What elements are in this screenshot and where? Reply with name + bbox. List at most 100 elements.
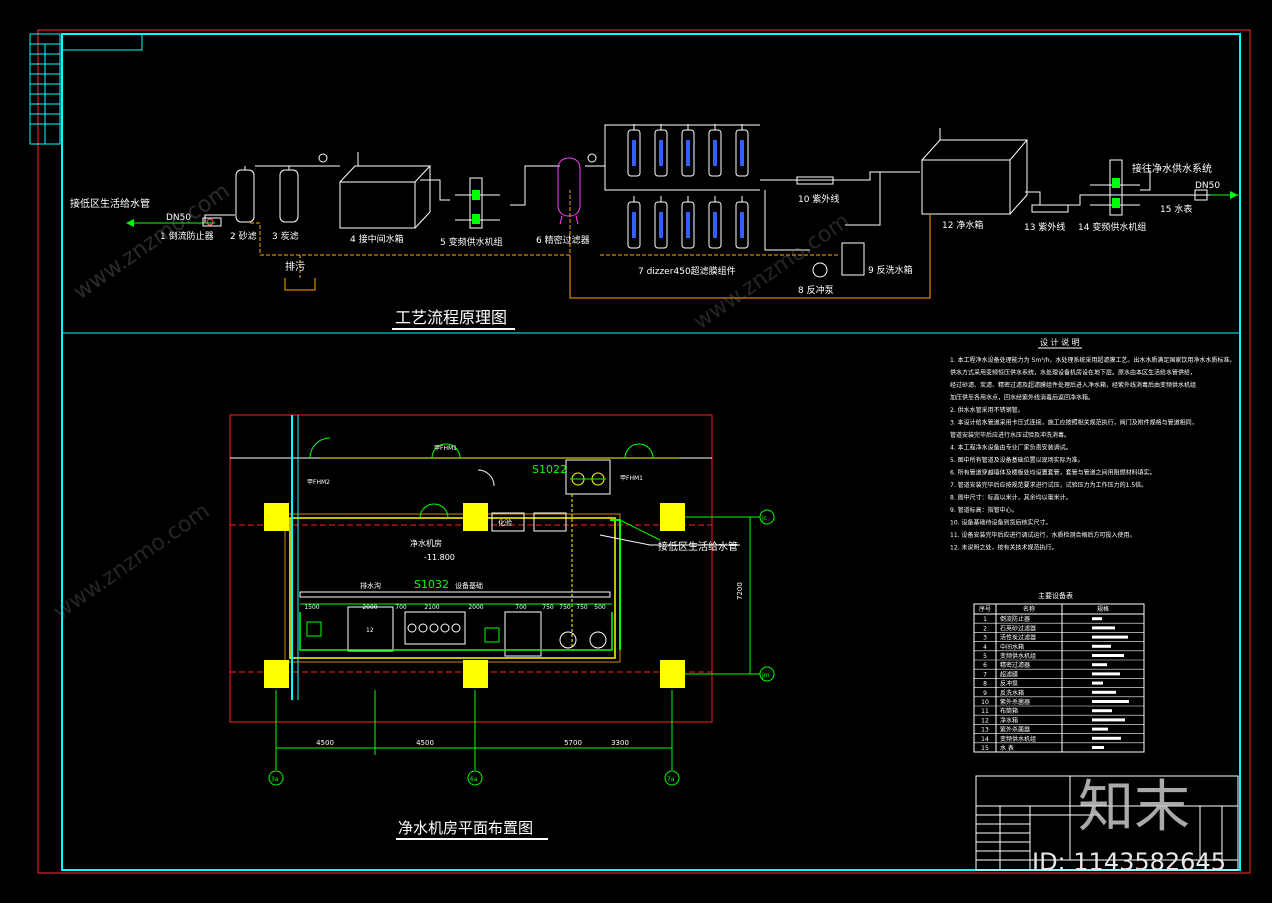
step-12-label: 12 净水箱 bbox=[942, 219, 983, 231]
table-cell: 活性炭过滤器 bbox=[1000, 634, 1036, 642]
filter-vessel-icon bbox=[407, 623, 417, 633]
table-cell: 精密过滤器 bbox=[1000, 661, 1030, 669]
spec-redacted-bar bbox=[1092, 736, 1121, 740]
table-cell: 变频供水机组 bbox=[1000, 735, 1036, 743]
note-line: 10. 设备基础待设备到货后核实尺寸。 bbox=[950, 519, 1051, 527]
table-cell: 9 bbox=[983, 690, 987, 697]
uf-membrane-module-icon bbox=[681, 124, 695, 177]
equipment-base-label: 设备基础 bbox=[455, 581, 483, 590]
table-cell: 11 bbox=[981, 708, 989, 715]
note-line: 4. 本工程净水设备由专业厂家负责安装调试。 bbox=[950, 444, 1072, 452]
design-notes: 设 计 说 明 1. 本工程净水设备处理能力为 5m³/h，水处理系统采用超滤膜… bbox=[950, 337, 1235, 552]
watermark-logo: 知末 bbox=[1078, 775, 1190, 840]
intermediate-tank-icon bbox=[339, 165, 432, 229]
table-cell: 反洗水箱 bbox=[1000, 689, 1024, 697]
spec-redacted-bar bbox=[1092, 672, 1120, 676]
flow-title: 工艺流程原理图 bbox=[395, 308, 507, 327]
clean-water-tank-icon bbox=[921, 139, 1029, 215]
column bbox=[660, 503, 685, 531]
plan-boundary bbox=[229, 414, 713, 723]
spec-redacted-bar bbox=[1092, 626, 1115, 630]
dim-bottom-value: 4500 bbox=[416, 739, 434, 747]
dim-top-value: 700 bbox=[515, 604, 527, 611]
spec-redacted-bar bbox=[1092, 635, 1128, 639]
uf-membrane-module-icon bbox=[627, 124, 641, 177]
step-15-label: 15 水表 bbox=[1160, 203, 1192, 215]
note-line: 1. 本工程净水设备处理能力为 5m³/h，水处理系统采用超滤膜工艺。出水水质满… bbox=[950, 356, 1235, 364]
table-row: 9 反洗水箱 bbox=[974, 689, 1144, 698]
dim-top-value: 2000 bbox=[362, 604, 377, 611]
table-cell: 6 bbox=[983, 662, 987, 669]
equipment-tag-12: 12 bbox=[366, 627, 374, 634]
dim-top-value: 2100 bbox=[424, 604, 439, 611]
watermark-site-3: www.znzmo.com bbox=[49, 499, 214, 625]
table-row: 6 精密过滤器 bbox=[974, 661, 1144, 670]
inlet-dn: DN50 bbox=[166, 213, 191, 223]
table-cell: 反冲泵 bbox=[1000, 680, 1018, 688]
note-line: 7. 管道安装完毕后应按规范要求进行试压，试验压力为工作压力的1.5倍。 bbox=[950, 481, 1147, 489]
step-9-label: 9 反洗水箱 bbox=[868, 264, 913, 276]
spec-redacted-bar bbox=[1092, 644, 1111, 648]
step-5-label: 5 变频供水机组 bbox=[440, 236, 503, 248]
table-header-cell: 规格 bbox=[1097, 605, 1109, 613]
step-3-label: 3 炭滤 bbox=[272, 230, 299, 242]
uf-membrane-module-icon bbox=[735, 124, 749, 177]
uv-sterilizer-2-icon bbox=[1031, 204, 1069, 213]
table-cell: 布筒箱 bbox=[1000, 707, 1018, 715]
column bbox=[660, 660, 685, 688]
equipment-table-title: 主要设备表 bbox=[1038, 591, 1073, 600]
table-cell: 5 bbox=[983, 653, 987, 660]
axis-6a: 6a bbox=[470, 776, 478, 783]
note-line: 12. 未说明之处，按有关技术规范执行。 bbox=[950, 544, 1057, 552]
room-label: 净水机房 bbox=[410, 538, 442, 548]
note-line: 3. 本设计给水管道采用卡压式连接，施工应按照相关规范执行，阀门及附件规格与管道… bbox=[950, 419, 1198, 427]
uf-membrane-module-icon bbox=[708, 124, 722, 177]
lab-label: 化验 bbox=[498, 518, 512, 527]
water-meter-icon bbox=[1194, 189, 1208, 201]
filter-vessel-icon bbox=[440, 623, 450, 633]
uf-membrane-module-icon bbox=[627, 196, 641, 249]
table-cell: 中间水箱 bbox=[1000, 643, 1024, 651]
spec-redacted-bar bbox=[1092, 617, 1102, 621]
backwash-tank-icon bbox=[841, 242, 865, 276]
watermark: 知末 ID: 1143582645 www.znzmo.com www.znzm… bbox=[49, 179, 1226, 876]
outlet-dn: DN50 bbox=[1195, 181, 1220, 191]
table-cell: 水 表 bbox=[1000, 744, 1014, 752]
dim-top-value: 750 bbox=[559, 604, 571, 611]
spec-redacted-bar bbox=[1092, 681, 1103, 685]
title-block bbox=[975, 775, 1239, 871]
step-7-label: 7 dizzer450超滤膜组件 bbox=[638, 265, 736, 277]
drain-channel-label: 排水沟 bbox=[360, 581, 381, 590]
table-cell: 倒流防止器 bbox=[1000, 615, 1030, 623]
uf-membrane-module-icon bbox=[735, 196, 749, 249]
axis-3a: 3a bbox=[271, 776, 279, 783]
dim-top-value: 1500 bbox=[304, 604, 319, 611]
note-line: 5. 图中所有管道及设备基础位置以现场实际为准。 bbox=[950, 456, 1084, 464]
note-line: 8. 图中尺寸：标高以米计，其余均以毫米计。 bbox=[950, 494, 1072, 502]
table-cell: 12 bbox=[981, 717, 989, 724]
dim-bottom-value: 5700 bbox=[564, 739, 582, 747]
sand-filter-icon bbox=[235, 169, 255, 223]
pump-set-2-icon bbox=[1090, 159, 1140, 216]
table-row: 11 布筒箱 bbox=[974, 707, 1144, 716]
drain-label: 排污 bbox=[285, 260, 305, 273]
filter-vessel-icon bbox=[451, 623, 461, 633]
note-line: 11. 设备安装完毕后应进行调试运行，水质检测合格后方可投入使用。 bbox=[950, 531, 1135, 539]
notes-title: 设 计 说 明 bbox=[1040, 337, 1080, 347]
uv-sterilizer-icon bbox=[796, 176, 834, 185]
table-cell: 紫外杀菌器 bbox=[1000, 726, 1030, 734]
table-cell: 紫外杀菌器 bbox=[1000, 698, 1030, 706]
dim-top-value: 2000 bbox=[468, 604, 483, 611]
door-label-1: 甲FHM1 bbox=[434, 445, 457, 452]
room-code-1: S1022 bbox=[532, 463, 567, 476]
